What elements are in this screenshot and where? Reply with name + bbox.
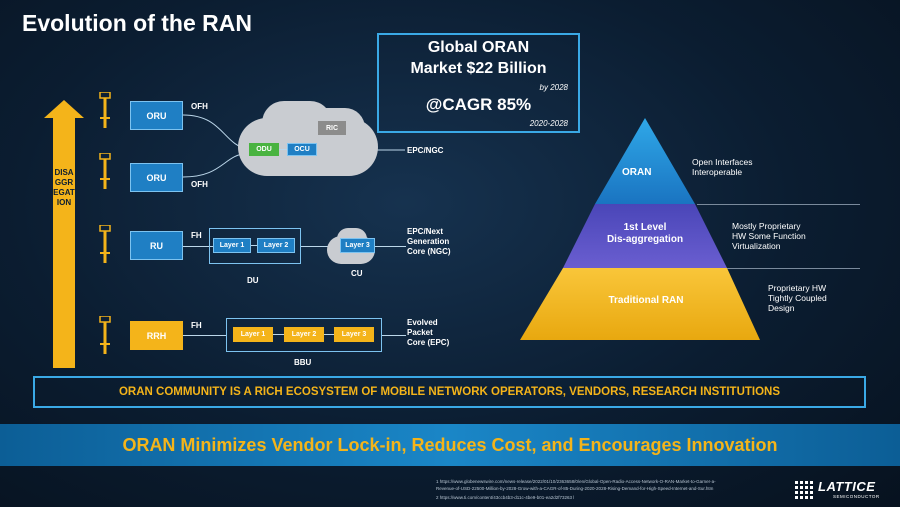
disaggregation-arrow-head [44,100,84,118]
connector-line [382,335,406,336]
ofh-label-top: OFH [191,102,208,111]
footnote: 2 https://www.ti.com/content/43ccb4b3-d1… [436,495,575,500]
bbu-outline [226,318,382,352]
du-layer1-box: Layer 1 [213,238,251,253]
divider [697,204,860,205]
pyramid-tier-disaggregation [563,204,727,268]
ofh-label-bottom: OFH [191,180,208,189]
core-label-epc-ngc: EPC/NGC [407,146,444,155]
connector-line [251,245,257,246]
ran-evolution-pyramid [520,118,760,340]
description-line: HW Some Function [732,231,806,241]
disaggregation-label: DISAGGREGATION [53,168,75,207]
core-line: EPC/Next [407,227,444,236]
pyramid-label-oran: ORAN [622,167,652,178]
core-line: Generation [407,237,450,246]
description-line: Open Interfaces [692,157,753,167]
description-line: Tightly Coupled [768,293,827,303]
antenna-icon [99,225,111,263]
oru-box-top: ORU [130,101,183,130]
core-line: Core (EPC) [407,338,450,347]
connector-line [183,246,213,247]
disaggregation-description: Mostly Proprietary HW Some Function Virt… [732,221,806,251]
odu-box: ODU [249,143,279,156]
pyramid-label-disaggregation: 1st Level Dis-aggregation [595,222,695,246]
market-by-year: by 2028 [539,83,568,92]
market-line2: Market $22 Billion [410,60,547,77]
pyramid-tier-oran [595,118,695,204]
ru-box: RU [130,231,183,260]
lattice-logo: LATTICE SEMICONDUCTOR [795,479,890,501]
connector-line [279,149,287,150]
community-banner: ORAN COMMUNITY IS A RICH ECOSYSTEM OF MO… [33,376,866,408]
fh-label: FH [191,231,202,240]
du-layer2-box: Layer 2 [257,238,295,253]
description-line: Proprietary HW [768,283,827,293]
antenna-icon [99,92,111,128]
connector-line [183,335,226,336]
oran-description: Open Interfaces Interoperable [692,157,752,177]
rrh-box: RRH [130,321,183,350]
antenna-icon [99,153,111,189]
cu-layer3-box: Layer 3 [340,238,375,253]
description-line: Design [768,303,795,313]
core-line: Evolved [407,318,438,327]
core-label-evolved-packet: Evolved Packet Core (EPC) [407,318,449,348]
core-line: Packet [407,328,433,337]
pyramid-label-line: 1st Level [623,222,667,233]
disaggregation-arrow [53,116,75,368]
market-years: 2020-2028 [529,119,568,128]
antenna-icon [99,316,111,354]
pyramid-label-line: Dis-aggregation [606,234,684,245]
market-cagr: @CAGR 85% [425,95,532,114]
bbu-label: BBU [294,358,312,367]
core-line: Core (NGC) [407,247,451,256]
logo-wordmark: LATTICE [818,479,876,494]
logo-subtitle: SEMICONDUCTOR [833,494,880,499]
slide-title: Evolution of the RAN [22,10,252,36]
market-callout-box: Global ORAN Market $22 Billion by 2028 @… [377,33,580,133]
lattice-grid-icon [795,481,813,499]
ric-box: RIC [318,121,346,135]
connector-line [273,334,284,335]
du-outline [209,228,301,264]
ocu-box: OCU [287,143,317,156]
footnote: 1 https://www.globenewswire.com/news-rel… [436,479,716,484]
description-line: Mostly Proprietary [732,221,801,231]
pyramid-tier-traditional [520,268,760,340]
bbu-layer2-box: Layer 2 [284,327,324,342]
bbu-layer3-box: Layer 3 [334,327,374,342]
du-label: DU [247,276,259,285]
oru-box-bottom: ORU [130,163,183,192]
footnote: Revenue-of-USD-22500-Million-by-2028-Gro… [436,486,714,491]
core-label-next-generation: EPC/Next Generation Core (NGC) [407,227,451,257]
market-line1: Global ORAN [427,39,530,56]
traditional-description: Proprietary HW Tightly Coupled Design [768,283,827,313]
bbu-layer1-box: Layer 1 [233,327,273,342]
main-message-banner: ORAN Minimizes Vendor Lock-in, Reduces C… [0,424,900,466]
pyramid-label-traditional: Traditional RAN [608,295,684,306]
divider [727,268,860,269]
fh-label: FH [191,321,202,330]
connector-line [324,334,334,335]
description-line: Virtualization [732,241,781,251]
description-line: Interoperable [692,167,743,177]
cu-label: CU [351,269,363,278]
